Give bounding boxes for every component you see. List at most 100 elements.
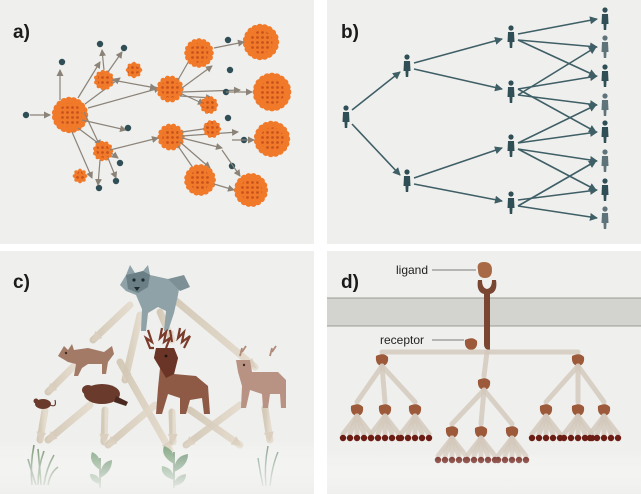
beaver-icon xyxy=(82,384,128,406)
product-dot xyxy=(353,434,361,442)
arrow xyxy=(87,86,161,109)
panel-a-diagram xyxy=(22,23,292,207)
person-icon xyxy=(601,7,609,30)
arrow xyxy=(77,61,101,99)
product-dot xyxy=(567,434,575,442)
panel-d-label: d) xyxy=(341,272,359,293)
arrow xyxy=(517,160,597,207)
signal-arrow xyxy=(543,363,581,405)
signal-molecule xyxy=(597,404,611,416)
signal-molecule xyxy=(539,404,553,416)
arrow xyxy=(517,148,597,191)
virus-cluster-icon xyxy=(199,96,219,114)
arrow xyxy=(99,49,107,71)
arrow xyxy=(179,141,211,169)
arrow xyxy=(413,68,503,92)
person-icon xyxy=(403,54,411,77)
panel-b-bg xyxy=(327,0,641,244)
deer-icon xyxy=(236,345,286,408)
arrow xyxy=(517,16,598,35)
arrow xyxy=(221,149,241,177)
arrow xyxy=(84,77,121,105)
product-dot xyxy=(581,434,589,442)
signal-molecule xyxy=(474,426,488,438)
particle-dot xyxy=(95,184,103,192)
arrow xyxy=(351,123,401,176)
virus-cluster-icon xyxy=(94,69,115,91)
arrow xyxy=(413,36,503,64)
arrow xyxy=(83,111,101,147)
virus-cluster-icon xyxy=(93,140,114,162)
product-dot xyxy=(560,434,568,442)
product-dot xyxy=(411,434,419,442)
arrow xyxy=(181,65,213,89)
product-dot xyxy=(542,434,550,442)
arrow xyxy=(413,183,503,204)
person-icon xyxy=(601,178,609,201)
arrow xyxy=(351,71,401,111)
receptor-icon xyxy=(477,280,497,350)
ligand-callout: ligand xyxy=(396,263,428,277)
panel-b-diagram xyxy=(342,7,609,229)
arrow xyxy=(517,39,598,51)
arrow xyxy=(181,86,241,94)
signal-molecule xyxy=(445,426,459,438)
arrow xyxy=(517,129,598,144)
panel-a-label: a) xyxy=(13,22,30,43)
product-dot xyxy=(593,434,601,442)
product-dot xyxy=(367,434,375,442)
person-icon xyxy=(507,25,515,48)
virus-cluster-icon xyxy=(252,72,292,112)
signal-arrow xyxy=(601,413,621,437)
particle-dot xyxy=(96,40,104,48)
panel-c-diagram xyxy=(0,265,314,494)
person-icon xyxy=(601,149,609,172)
arrow xyxy=(517,148,598,164)
signal-molecule xyxy=(505,426,519,438)
virus-cluster-icon xyxy=(184,38,214,68)
particle-dot xyxy=(124,124,132,132)
particle-dot xyxy=(116,159,124,167)
person-icon xyxy=(601,35,609,58)
signal-arrow xyxy=(412,413,432,437)
product-dot xyxy=(388,434,396,442)
signal-molecule xyxy=(408,404,422,416)
product-dot xyxy=(535,434,543,442)
signal-arrow xyxy=(354,413,374,437)
virus-cluster-icon xyxy=(125,61,143,79)
particle-dot xyxy=(224,36,232,44)
signal-molecule xyxy=(477,378,491,390)
signal-arrow xyxy=(379,363,388,405)
product-dot xyxy=(418,434,426,442)
person-icon xyxy=(507,134,515,157)
product-dot xyxy=(381,434,389,442)
wolf-icon xyxy=(120,265,190,331)
virus-cluster-icon xyxy=(253,120,291,158)
product-dot xyxy=(404,434,412,442)
signal-arrow xyxy=(575,363,607,405)
signal-arrow xyxy=(382,413,402,437)
fade-overlay xyxy=(327,450,641,494)
source-particle xyxy=(22,111,30,119)
arrow xyxy=(111,79,157,91)
person-icon xyxy=(507,80,515,103)
product-dot xyxy=(614,434,622,442)
product-dot xyxy=(339,434,347,442)
virus-cluster-icon xyxy=(156,75,184,103)
product-dot xyxy=(346,434,354,442)
product-dot xyxy=(574,434,582,442)
virus-cluster-icon xyxy=(242,23,280,61)
panel-b-label: b) xyxy=(341,22,359,43)
person-icon xyxy=(601,120,609,143)
arrow xyxy=(181,93,205,105)
product-dot xyxy=(360,434,368,442)
arrow xyxy=(213,39,245,49)
virus-cluster-icon xyxy=(157,123,185,151)
virus-cluster-icon xyxy=(184,164,216,196)
person-icon xyxy=(403,169,411,192)
signal-arrow xyxy=(543,413,563,437)
activated-receptor-fragment xyxy=(464,338,478,350)
arrow xyxy=(517,39,597,77)
product-dot xyxy=(397,434,405,442)
